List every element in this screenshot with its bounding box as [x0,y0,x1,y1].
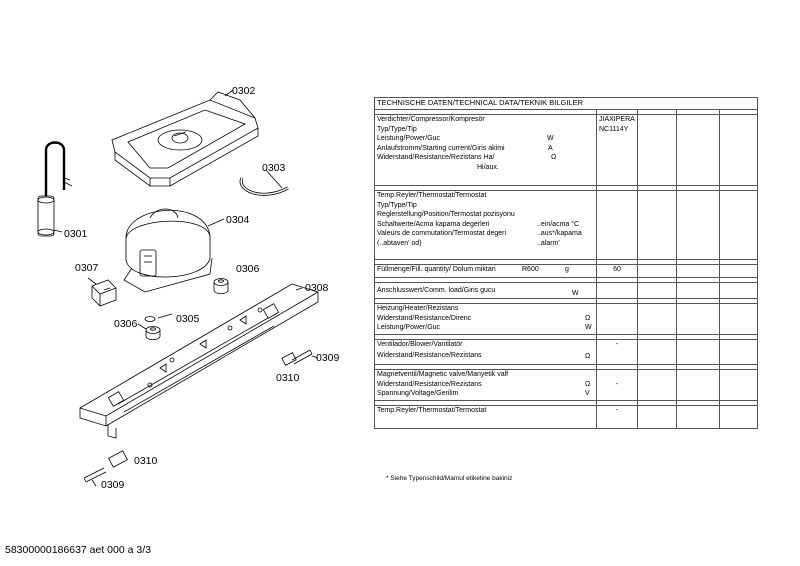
pin-part-0309b [83,467,107,487]
heater-resistance-label: Widerstand/Resistance/Direnc [377,314,472,322]
part-label-0306-bottom: 0306 [114,318,138,330]
thermostat-off-unit: ..aus*/kapama [537,230,582,237]
part-label-0306-top: 0306 [236,263,260,275]
part-label-0307: 0307 [75,262,99,274]
heater-resistance-unit: Ω [585,314,591,322]
part-label-0310-bottom: 0310 [134,455,158,467]
valve-resistance-unit: Ω [585,380,591,388]
thermostat-type-label: Typ/Type/Tip [377,201,417,209]
thermostat-switch-label: Schaltwerte/Acma kapama degerleri [377,220,490,228]
sleeve-part-0310b [108,450,128,468]
compressor-power-label: Leistung/Power/Guc [377,135,441,142]
capacitor-part-0301 [37,141,73,237]
grommet-part-0306a [213,278,229,295]
blower-label: Ventilador/Blower/Vantilatör [377,341,463,348]
part-label-0305: 0305 [176,313,200,325]
heater-labels: Heizung/Heater/Rezistans Widerstand/Resi… [374,303,597,335]
thermostat-labels: Temp.Reyler/Thermostat/Termostat Typ/Typ… [374,190,597,260]
compressor-model: NC1114Y [599,125,629,133]
fill-quantity-value: 60 [596,264,638,278]
compressor-brand: JIAXIPERA [599,116,635,123]
part-label-0302: 0302 [232,85,256,97]
valve-row: Magnetventil/Magnetic valve/Manyetik val… [374,369,758,401]
connected-load-row: Anschlusswert/Comm. load/Giris gucu W [374,282,758,299]
connected-load-unit: W [572,290,579,297]
thermostat-secondary-label: Temp.Reyler/Thermostat/Termostat [374,405,597,429]
parts-drawing [37,89,319,487]
compressor-resistance-label: Widerstand/Resistance/Rezistans Ha/ [377,154,495,161]
part-label-0309-bottom: 0309 [101,479,125,491]
valve-labels: Magnetventil/Magnetic valve/Manyetik val… [374,369,597,401]
table-title-row: TECHNISCHE DATEN/TECHNICAL DATA/TEKNIK B… [374,97,758,110]
compressor-value-cell: JIAXIPERA NC1114Y [596,114,638,186]
connected-load-label: Anschlusswert/Comm. load/Giris gucu [377,287,496,294]
blower-row: Ventilador/Blower/Vantilatör Widerstand/… [374,339,758,365]
fill-quantity-unit: g [565,266,569,273]
valve-voltage-unit: V [585,390,590,397]
thermostat-alarm-unit: ..alarm' [537,239,560,247]
part-label-0301: 0301 [64,228,88,240]
thermostat-label: Temp.Reyler/Thermostat/Termostat [377,192,487,199]
compressor-part-0304 [123,208,225,293]
valve-value: - [596,369,638,401]
blower-resistance-label: Widerstand/Resistance/Rezistans [377,351,482,359]
part-label-0310-right: 0310 [276,372,300,384]
compressor-aux-label: Hi/aux. [477,163,499,171]
blower-resistance-unit: Ω [585,353,591,360]
drip-tray-part-0302 [111,89,259,187]
footnote: * Siehe Typenschild/Mamul etiketine baki… [386,475,513,482]
table-title: TECHNISCHE DATEN/TECHNICAL DATA/TEKNIK B… [374,97,758,110]
valve-resistance-label: Widerstand/Resistance/Rezistans [377,380,482,388]
compressor-label: Verdichter/Compressor/Kompresör [377,116,485,123]
part-label-0308: 0308 [305,282,329,294]
document-number: 58300000186637 aet 000 a 3/3 [5,544,151,556]
compressor-current-unit: A [548,144,553,152]
washer-part-0305 [144,313,173,322]
heater-power-label: Leistung/Power/Guc [377,324,441,331]
fill-quantity-row: Füllmenge/Fill. quantity/ Dolum miktari … [374,264,758,278]
relay-part-0307 [87,277,117,307]
sleeve-part-0310a [281,352,297,366]
connected-load-labels: Anschlusswert/Comm. load/Giris gucu W [374,282,597,299]
blower-value: - [596,339,638,365]
compressor-current-label: Anlaufstromm/Starting current/Giris akim… [377,144,505,152]
compressor-labels: Verdichter/Compressor/Kompresör Typ/Type… [374,114,597,186]
fill-quantity-label: Füllmenge/Fill. quantity/ Dolum miktari [377,266,496,273]
base-plate-part-0308 [79,283,319,439]
hose-part-0303 [239,169,289,196]
thermostat-row: Temp.Reyler/Thermostat/Termostat Typ/Typ… [374,190,758,260]
heater-power-unit: W [585,324,592,331]
part-label-0304: 0304 [226,214,250,226]
thermostat-secondary-row: Temp.Reyler/Thermostat/Termostat - [374,405,758,429]
compressor-type-label: Typ/Type/Tip [377,125,417,133]
thermostat-on-unit: ..ein/acma °C [537,220,580,228]
thermostat-defrost-label: (..abtaven' od) [377,239,422,247]
fill-quantity-labels: Füllmenge/Fill. quantity/ Dolum miktari … [374,264,597,278]
heater-label: Heizung/Heater/Rezistans [377,305,459,312]
thermostat-position-label: Reglerstellung/Position/Termostat pozisy… [377,211,515,218]
technical-data-table: TECHNISCHE DATEN/TECHNICAL DATA/TEKNIK B… [374,97,758,429]
part-label-0309-right: 0309 [316,352,340,364]
blower-labels: Ventilador/Blower/Vantilatör Widerstand/… [374,339,597,365]
part-label-0303: 0303 [262,162,286,174]
compressor-power-unit: W [547,135,554,142]
valve-label: Magnetventil/Magnetic valve/Manyetik val… [377,371,509,378]
refrigerant-type: R600 [522,266,539,273]
valve-voltage-label: Spannung/Voltage/Gerilim [377,390,459,397]
thermostat-secondary-value: - [596,405,638,429]
heater-row: Heizung/Heater/Rezistans Widerstand/Resi… [374,303,758,335]
grommet-part-0306b [137,323,161,341]
pin-part-0309a [291,349,319,365]
compressor-resistance-unit: Ω [551,154,557,161]
thermostat-values-label: Valeurs de commutation/Termostat degeri [377,230,507,237]
compressor-row: Verdichter/Compressor/Kompresör Typ/Type… [374,114,758,186]
